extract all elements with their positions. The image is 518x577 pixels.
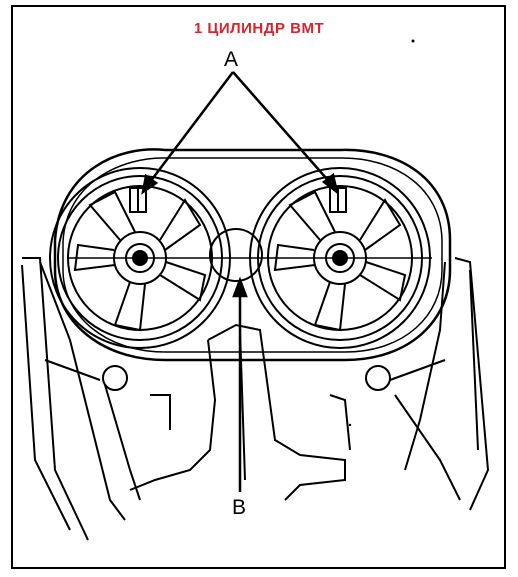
mark-circle-b (209, 228, 263, 282)
label-b: B (232, 496, 247, 519)
arrow-b (232, 276, 248, 492)
label-a: A (224, 48, 239, 71)
timing-belt (53, 148, 452, 362)
arrows-a (141, 71, 340, 196)
speck (348, 423, 352, 427)
speck (411, 39, 415, 43)
right-tensioner-bolt (365, 365, 391, 391)
outer-border (11, 5, 506, 569)
right-engine-structure (389, 257, 490, 511)
left-tensioner-bolt (102, 365, 128, 391)
left-engine-structure (21, 257, 141, 541)
timing-belt-inner (62, 157, 443, 353)
diagram-title: 1 ЦИЛИНДР ВМТ (193, 20, 325, 37)
